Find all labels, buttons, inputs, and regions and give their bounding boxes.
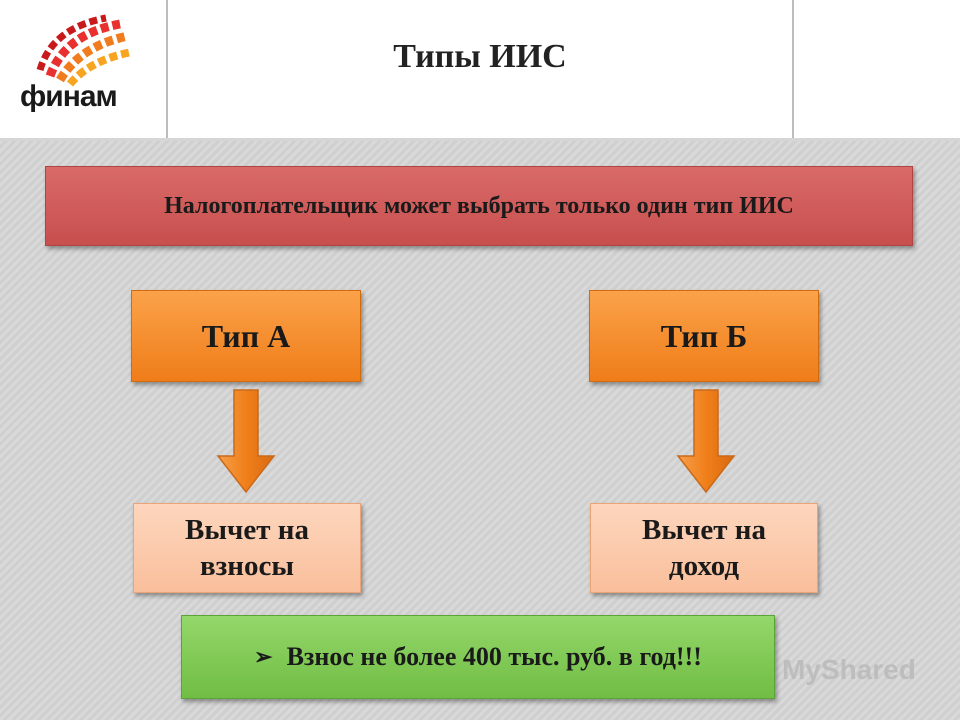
page-title: Типы ИИС <box>393 38 567 75</box>
banner-box: Налогоплательщик может выбрать только од… <box>45 166 913 246</box>
arrow-down-a <box>216 389 276 494</box>
arrow-down-b <box>676 389 736 494</box>
deduction-b-line2: доход <box>668 550 740 582</box>
type-b-box: Тип Б <box>589 290 819 382</box>
slide-header: финам Типы ИИС <box>0 0 960 141</box>
type-b-label: Тип Б <box>660 317 748 354</box>
header-divider-left <box>166 0 168 138</box>
deduction-b-line1: Вычет на <box>642 514 766 546</box>
banner-text: Налогоплательщик может выбрать только од… <box>164 192 794 219</box>
contribution-limit-text: Взнос не более 400 тыс. руб. в год!!! <box>286 642 702 671</box>
type-a-box: Тип А <box>131 290 361 382</box>
deduction-a-line2: взносы <box>199 550 295 582</box>
finam-logo-mark <box>36 14 133 87</box>
deduction-b-box: Вычет на доход <box>590 503 818 593</box>
header-divider-right <box>792 0 794 138</box>
deduction-a-box: Вычет на взносы <box>133 503 361 593</box>
finam-logo <box>36 14 133 87</box>
type-a-label: Тип А <box>201 317 291 354</box>
bullet-arrow-icon: ➢ <box>254 644 273 669</box>
logo-wordmark: финам <box>20 80 118 113</box>
watermark: MyShared <box>782 654 916 685</box>
deduction-a-line1: Вычет на <box>185 514 309 546</box>
contribution-limit-box: ➢ Взнос не более 400 тыс. руб. в год!!! <box>181 615 775 699</box>
